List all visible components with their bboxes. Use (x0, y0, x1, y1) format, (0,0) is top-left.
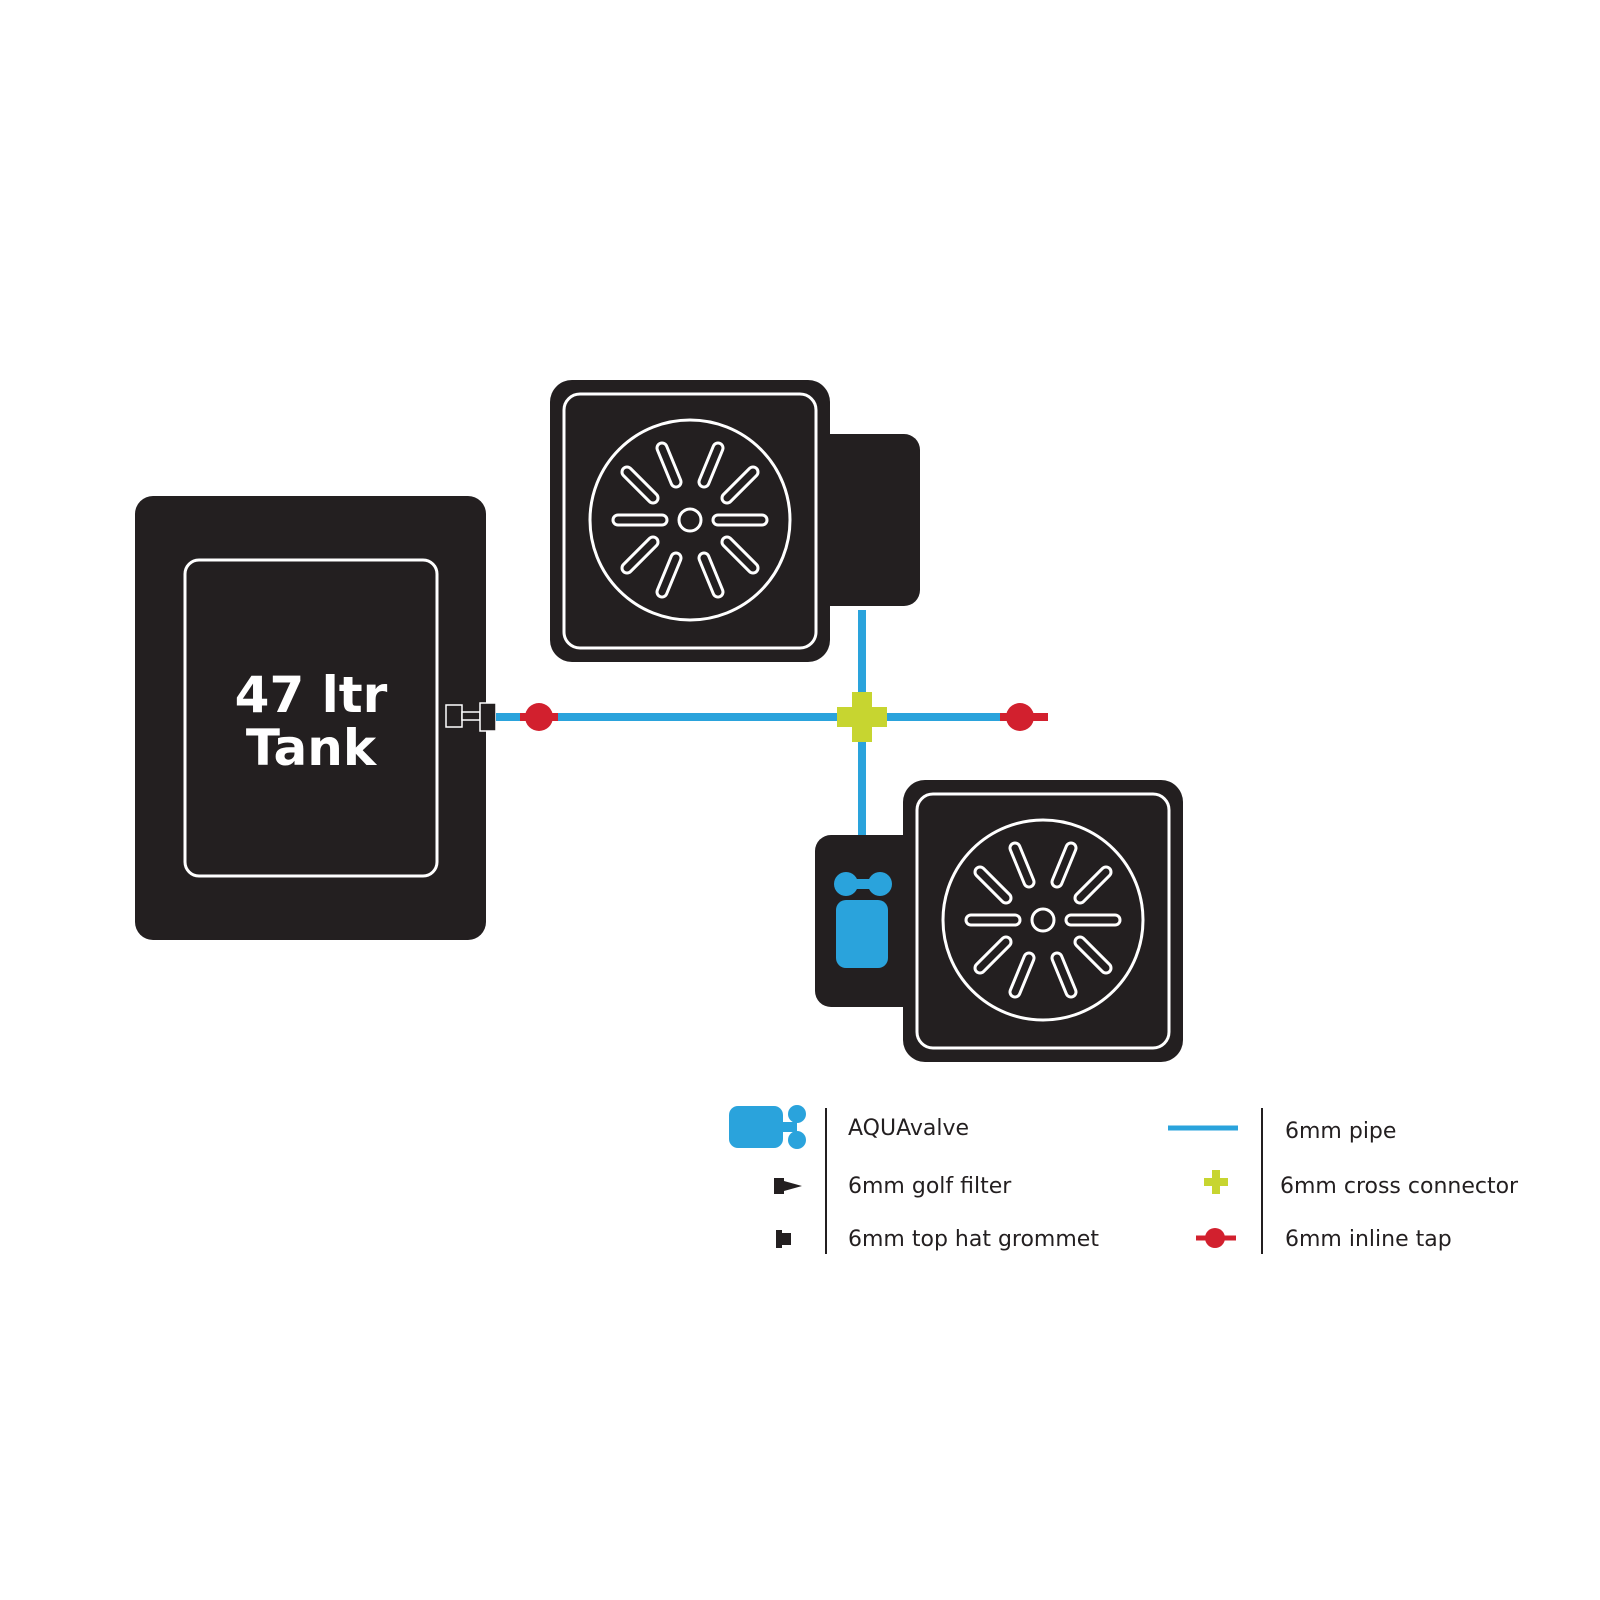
drain-center (677, 507, 703, 533)
golf-filter-icon (774, 1178, 802, 1194)
tank-body (135, 496, 486, 940)
legend-label-golf-filter: 6mm golf filter (848, 1174, 1012, 1199)
top-hat-grommet-icon (776, 1230, 791, 1248)
pot-lower-outline (915, 792, 1171, 1050)
legend: AQUAvalve 6mm golf filter 6mm top hat gr… (729, 1105, 1519, 1254)
aquavalve (834, 872, 892, 968)
inline-tap-icon (1196, 1228, 1236, 1248)
legend-label-cross-connector: 6mm cross connector (1280, 1174, 1519, 1199)
drain-center (1030, 907, 1056, 933)
drain-ring (588, 418, 792, 622)
pipe-adaptor (479, 702, 497, 732)
tank-label-line2: Tank (246, 719, 378, 777)
drain-ring (941, 818, 1145, 1022)
tank-inner-outline (183, 558, 439, 878)
cross-connector-icon (1204, 1170, 1228, 1194)
legend-label-top-hat-grommet: 6mm top hat grommet (848, 1227, 1099, 1252)
tank-outlet-fittings (445, 702, 497, 732)
cross-connector (837, 692, 887, 742)
tank: 47 ltr Tank (135, 496, 486, 940)
pot-upper-side-tank (810, 434, 920, 606)
golf-filter-icon (461, 711, 481, 721)
legend-label-aquavalve: AQUAvalve (848, 1116, 969, 1141)
pot-upper-outline (562, 392, 818, 650)
legend-label-pipe: 6mm pipe (1285, 1119, 1396, 1144)
top-hat-grommet-icon (445, 704, 463, 728)
pot-upper (550, 380, 920, 662)
inline-tap-left (520, 703, 558, 731)
inline-tap-right (1000, 703, 1048, 731)
legend-label-inline-tap: 6mm inline tap (1285, 1227, 1452, 1252)
tank-label-line1: 47 ltr (235, 666, 388, 724)
aquavalve-icon (729, 1105, 806, 1149)
